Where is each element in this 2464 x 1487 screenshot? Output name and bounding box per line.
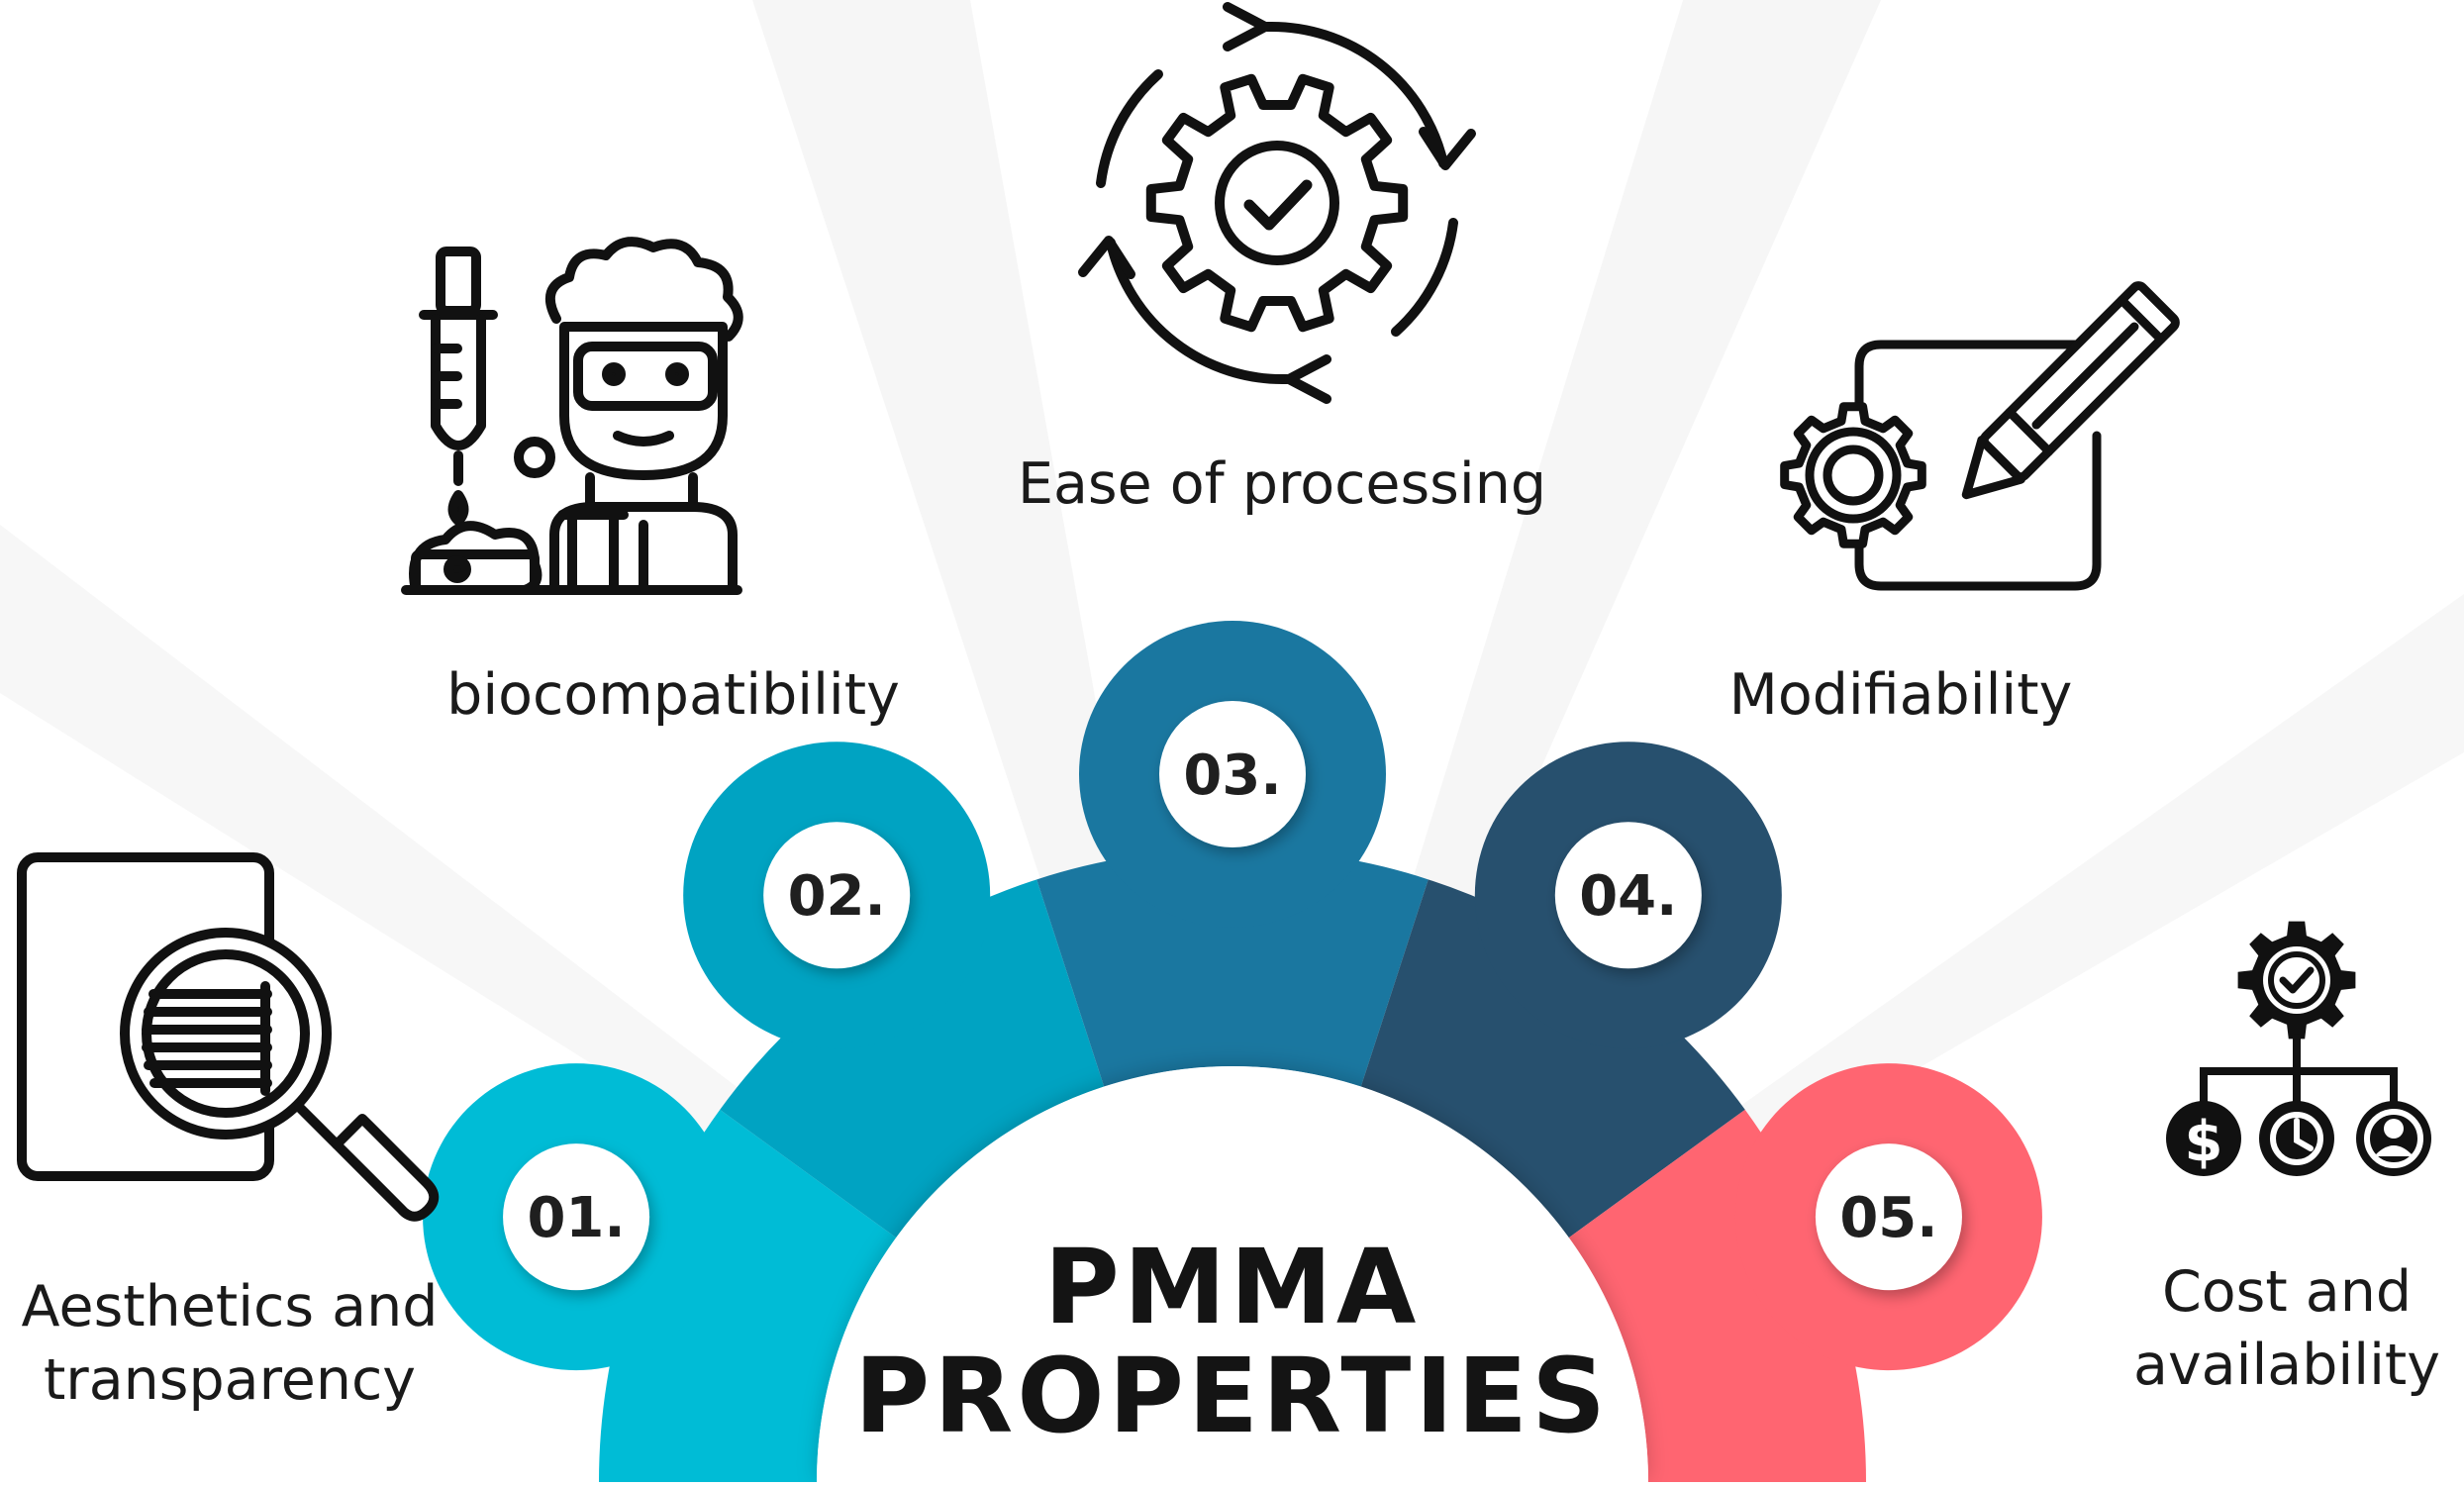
properties-ring bbox=[423, 621, 2042, 1482]
ring-segment bbox=[1360, 879, 1745, 1239]
label-line: transparency bbox=[43, 1347, 417, 1413]
label-line: Ease of processing bbox=[1017, 451, 1547, 517]
label-biocompatibility: biocompatibility bbox=[416, 658, 931, 732]
ring-segment bbox=[1036, 848, 1429, 1087]
gear-dollar-clock-user-icon: $ bbox=[2166, 921, 2431, 1176]
ring-segment bbox=[720, 879, 1105, 1239]
label-line: biocompatibility bbox=[446, 662, 900, 728]
number-badge: 03. bbox=[1159, 701, 1306, 847]
label-cost-availability: Cost and availability bbox=[2099, 1255, 2464, 1402]
label-ease-of-processing: Ease of processing bbox=[990, 447, 1574, 521]
gear-pencil-board-icon bbox=[1780, 281, 2180, 591]
label-modifiability: Modifiability bbox=[1683, 658, 2119, 732]
label-aesthetics: Aesthetics and transparency bbox=[6, 1270, 453, 1417]
number-badge: 05. bbox=[1815, 1143, 1962, 1291]
badge-number: 04. bbox=[1579, 864, 1677, 929]
title-line-1: PMMA bbox=[1043, 1227, 1421, 1347]
center-disc bbox=[817, 1066, 1648, 1482]
badge-number: 05. bbox=[1839, 1186, 1937, 1250]
badge-number: 01. bbox=[527, 1186, 625, 1250]
gear-cycle-check-icon bbox=[1078, 2, 1476, 404]
number-badge: 02. bbox=[763, 822, 911, 969]
document-magnifier-icon bbox=[17, 852, 440, 1222]
label-line: Aesthetics and bbox=[21, 1274, 439, 1339]
number-badges: 01. 02. 03. 04. 05. bbox=[503, 701, 1962, 1291]
title-line-2: PROPERTIES bbox=[854, 1336, 1610, 1456]
badge-number: 02. bbox=[788, 864, 886, 929]
svg-text:$: $ bbox=[2185, 1110, 2223, 1174]
label-line: Cost and bbox=[2161, 1259, 2413, 1325]
scientist-lab-icon bbox=[401, 237, 743, 595]
label-line: availability bbox=[2133, 1333, 2440, 1398]
number-badge: 04. bbox=[1554, 822, 1702, 969]
badge-number: 03. bbox=[1183, 744, 1281, 808]
label-line: Modifiability bbox=[1728, 662, 2073, 728]
number-badge: 01. bbox=[503, 1143, 650, 1291]
page-title: PMMA PROPERTIES bbox=[0, 1233, 2464, 1450]
